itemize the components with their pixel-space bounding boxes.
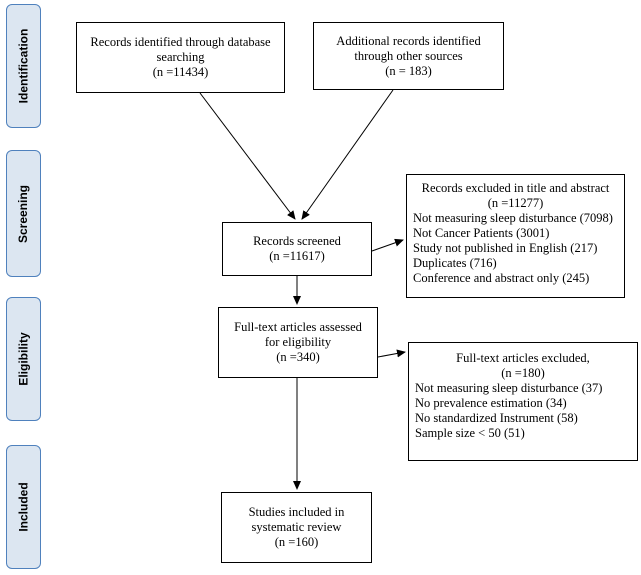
stage-label-identification: Identification [16,28,31,104]
records-screened-line-1: Records screened [253,234,341,248]
fulltext-assessed-line-2: for eligibility [264,335,332,349]
studies-included-box: Studies included in systematic review (n… [221,492,372,563]
excluded-title-item: Conference and abstract only (245) [413,271,590,285]
stage-included: Included [6,445,41,569]
studies-included-line-2: systematic review [251,520,342,534]
arrow-fulltext-to-excluded [377,349,406,358]
other-sources-box: Additional records identified through ot… [313,22,504,90]
excluded-title-abstract-box: Records excluded in title and abstract (… [406,174,625,298]
fulltext-excluded-box: Full-text articles excluded, (n =180) No… [408,342,638,461]
records-screened-box: Records screened (n =11617) [222,222,372,276]
other-sources-line-2: through other sources [354,48,463,63]
database-records-line-1: Records identified through database [90,35,271,49]
fulltext-excluded-count: (n =180) [501,366,545,380]
other-sources-line-1: Additional records identified [336,33,481,48]
database-records-box: Records identified through database sear… [76,22,285,93]
stage-screening: Screening [6,150,41,277]
arrow-database-to-screened [199,92,296,220]
arrow-screened-to-excluded [371,238,404,252]
excluded-title-item: Study not published in English (217) [413,241,598,255]
fulltext-excluded-item: Sample size < 50 (51) [415,426,525,440]
fulltext-excluded-item: Not measuring sleep disturbance (37) [415,381,603,395]
fulltext-assessed-box: Full-text articles assessed for eligibil… [218,307,378,378]
fulltext-assessed-count: (n =340) [276,350,320,364]
fulltext-assessed-line-1: Full-text articles assessed [234,320,362,334]
stage-identification: Identification [6,4,41,128]
stage-label-included: Included [16,482,31,532]
other-sources-count: (n = 183) [385,63,432,78]
stage-label-screening: Screening [16,184,31,243]
excluded-title-item: Not Cancer Patients (3001) [413,226,550,240]
fulltext-excluded-item: No prevalence estimation (34) [415,396,567,410]
excluded-title-item: Not measuring sleep disturbance (7098) [413,211,613,225]
excluded-title-item: Duplicates (716) [413,256,497,270]
studies-included-count: (n =160) [274,535,319,549]
database-records-line-2: searching [156,50,205,64]
database-records-count: (n =11434) [152,65,209,79]
fulltext-excluded-item: No standardized Instrument (58) [415,411,578,425]
excluded-title-heading: Records excluded in title and abstract [421,181,610,195]
records-screened-count: (n =11617) [269,249,325,263]
stage-eligibility: Eligibility [6,297,41,421]
excluded-title-count: (n =11277) [487,196,544,210]
studies-included-line-1: Studies included in [248,505,345,519]
fulltext-excluded-heading: Full-text articles excluded, [456,351,590,365]
arrow-other-to-screened [301,89,394,220]
stage-label-eligibility: Eligibility [16,332,31,386]
